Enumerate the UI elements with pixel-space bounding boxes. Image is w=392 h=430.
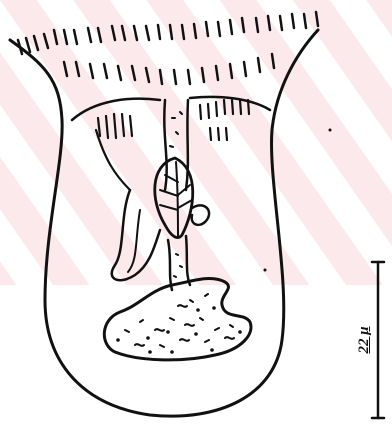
left-tube-inner xyxy=(128,210,140,272)
scale-bar-label: 22 μ xyxy=(344,328,384,352)
collar-outline xyxy=(72,99,160,120)
mass-dots xyxy=(116,306,242,354)
inner-cilia-left xyxy=(96,114,132,190)
collar-outline-right xyxy=(190,97,270,110)
tube-granules xyxy=(170,112,182,147)
inner-cilia-right xyxy=(200,100,249,140)
stem-granules xyxy=(174,254,182,277)
contractile-vacuole xyxy=(155,158,193,238)
granular-mass xyxy=(104,279,251,360)
left-tube-loop xyxy=(112,190,160,280)
body-dots xyxy=(264,129,332,272)
right-bulb xyxy=(192,205,209,224)
oral-cilia-row xyxy=(18,12,318,84)
